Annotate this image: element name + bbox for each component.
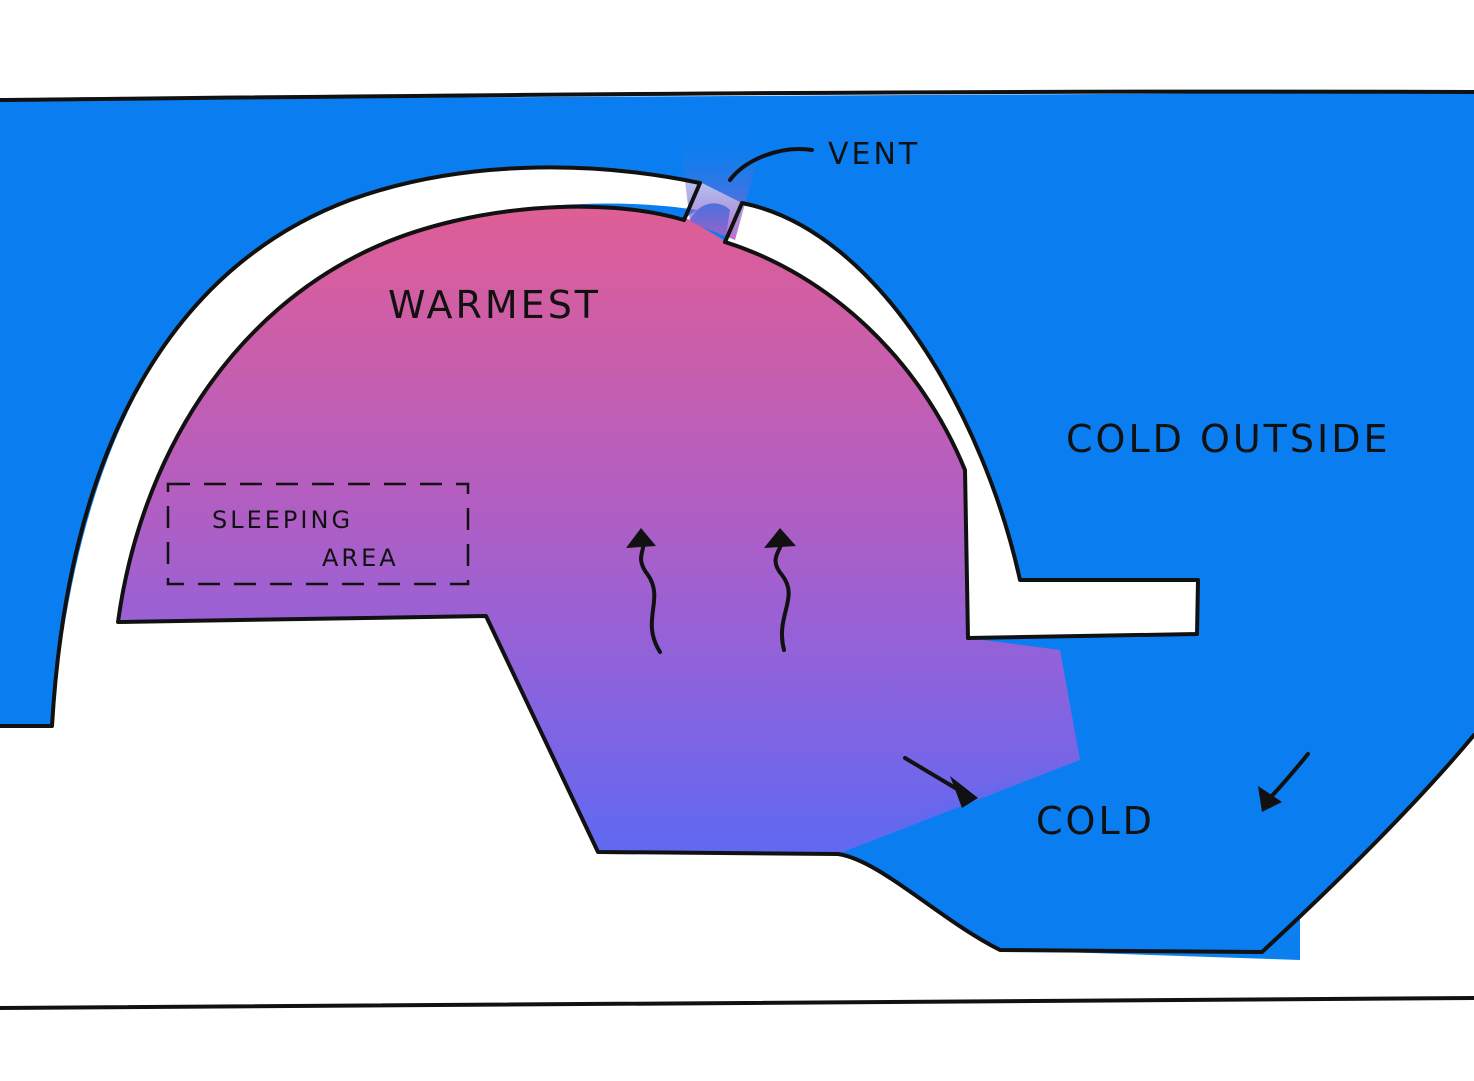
cold-air-inflow-arrow-right	[1258, 752, 1310, 812]
inner-cave-wall	[116, 204, 1474, 954]
vent-leader-line	[728, 147, 814, 182]
cold-outside-label: COLD OUTSIDE	[1066, 417, 1391, 461]
warmest-label: WARMEST	[388, 283, 601, 327]
vent-label: VENT	[828, 137, 920, 172]
sleeping-area-label-line1: SLEEPING	[212, 506, 353, 534]
bottom-ground-line	[0, 996, 1474, 1010]
cold-label: COLD	[1036, 799, 1155, 843]
top-boundary-line	[0, 89, 1474, 102]
sleeping-area-box	[166, 482, 470, 586]
cold-air-inflow-arrow-left	[903, 756, 978, 808]
inner-cave-wall-right	[723, 240, 970, 640]
cold-pool-blend	[560, 640, 1300, 960]
sleeping-area-label-line2: AREA	[322, 544, 399, 572]
rising-warm-air-arrow	[626, 528, 662, 654]
rising-warm-air-arrow	[764, 528, 796, 652]
outer-snow-wall-right	[723, 201, 1200, 640]
outer-snow-wall-left	[0, 165, 702, 728]
